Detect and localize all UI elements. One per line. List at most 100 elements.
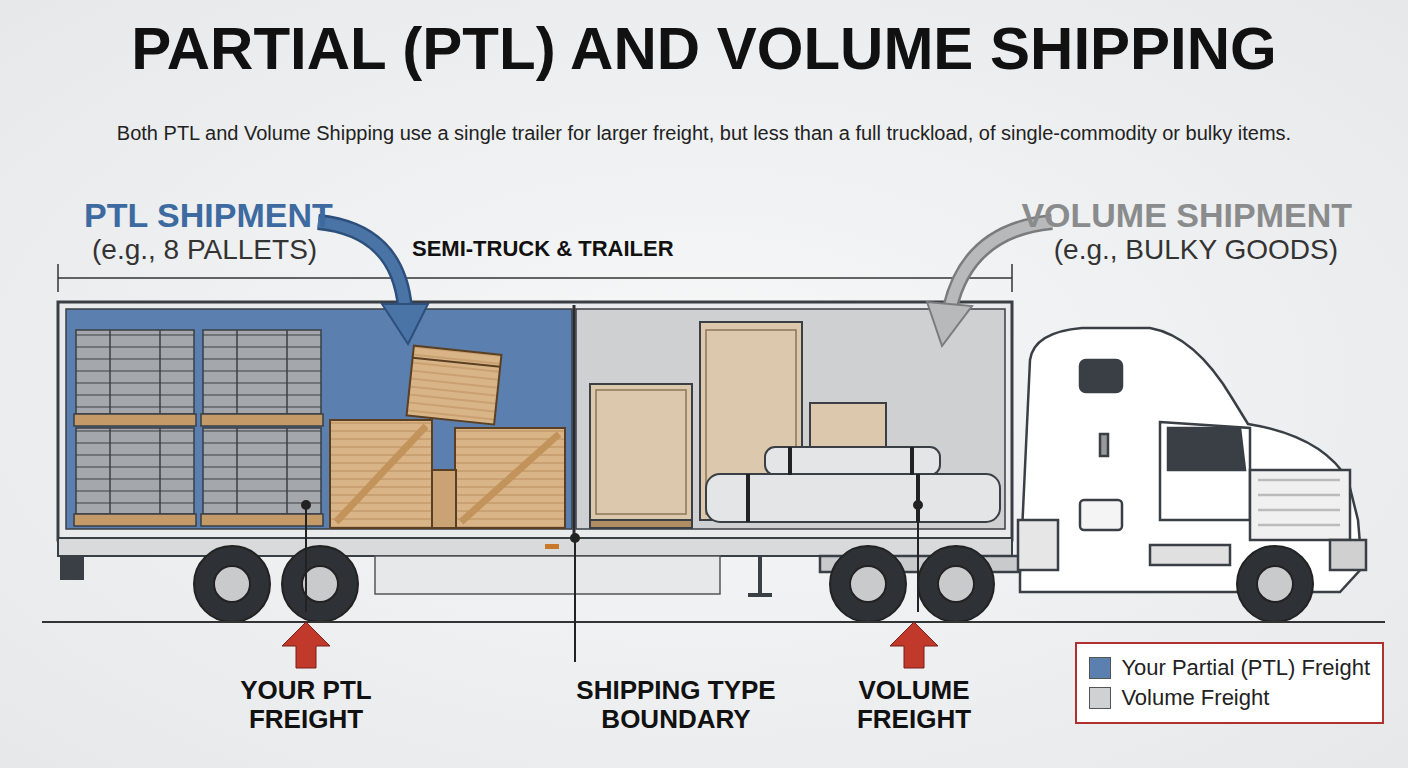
- dimension-line: [58, 264, 1012, 292]
- illustration-part: [596, 390, 686, 514]
- shipment-heading: PTL SHIPMENT: [84, 196, 333, 235]
- illustration-part: [748, 447, 918, 522]
- illustration-part: [302, 566, 338, 602]
- illustration-part: [201, 514, 323, 526]
- illustration-part: [286, 330, 288, 414]
- illustration-part: [214, 566, 250, 602]
- illustration-part: [918, 546, 994, 622]
- ground-line: [42, 621, 1385, 623]
- illustration-part: [58, 277, 1012, 279]
- illustration-part: [545, 544, 559, 549]
- illustration-part: [74, 514, 196, 526]
- legend-box: Your Partial (PTL) FreightVolume Freight: [1075, 642, 1384, 724]
- illustration-part: [950, 222, 1052, 308]
- illustration-part: [1150, 545, 1230, 565]
- diagram-title: PARTIAL (PTL) AND VOLUME SHIPPING: [131, 14, 1277, 83]
- illustration-part: [336, 426, 426, 522]
- illustration-part: [1237, 546, 1313, 622]
- bulky-goods: [590, 322, 1000, 528]
- legend-item: Your Partial (PTL) Freight: [1089, 655, 1370, 681]
- illustration-part: [1330, 540, 1366, 570]
- illustration-part: [318, 222, 405, 308]
- illustration-part: [914, 501, 922, 509]
- shipment-heading: VOLUME SHIPMENT: [1021, 196, 1352, 235]
- illustration-part: [830, 546, 906, 622]
- wheels: [194, 546, 1313, 622]
- illustration-part: [590, 520, 692, 528]
- illustration-part: [66, 309, 572, 529]
- callout-arrow: [318, 222, 428, 344]
- illustration-part: [109, 330, 111, 414]
- illustration-part: [706, 474, 1000, 522]
- illustration-part: [60, 556, 84, 580]
- illustration-part: [375, 556, 720, 594]
- illustration-part: [318, 222, 405, 308]
- subtitle: Both PTL and Volume Shipping use a singl…: [117, 122, 1291, 145]
- illustration-part: [159, 330, 161, 414]
- legend-label: Your Partial (PTL) Freight: [1121, 655, 1370, 681]
- illustration-part: [203, 428, 321, 514]
- illustration-part: [286, 428, 288, 514]
- illustration-part: [1020, 328, 1362, 592]
- shipment-example: (e.g., BULKY GOODS): [1054, 234, 1338, 266]
- legend-label: Volume Freight: [1121, 685, 1269, 711]
- legend-item: Volume Freight: [1089, 685, 1370, 711]
- illustration-part: [574, 538, 576, 662]
- illustration-part: [74, 414, 196, 426]
- illustration-part: [302, 501, 310, 509]
- illustration-part: [432, 470, 456, 528]
- illustration-part: [1080, 360, 1122, 392]
- illustration-part: [109, 428, 111, 514]
- illustration-part: [1100, 434, 1108, 456]
- illustration-part: [76, 330, 194, 414]
- illustration-part: [203, 330, 321, 414]
- illustration-part: [282, 622, 330, 668]
- leader-lines: [302, 501, 922, 662]
- illustration-part: [1258, 480, 1340, 525]
- illustration-part: [1018, 520, 1058, 570]
- illustration-part: [590, 384, 692, 520]
- illustration-part: [194, 546, 270, 622]
- illustration-part: [950, 222, 1052, 308]
- illustration-part: [917, 505, 919, 612]
- illustration-part: [810, 403, 886, 447]
- illustration-part: [1257, 566, 1293, 602]
- callout-label: VOLUME FREIGHT: [824, 676, 1004, 733]
- illustration-part: [571, 534, 579, 542]
- illustration-part: [1011, 264, 1013, 292]
- illustration-part: [1080, 500, 1122, 530]
- legend-swatch: [1089, 687, 1111, 709]
- illustration-part: [201, 414, 323, 426]
- illustration-part: [455, 428, 565, 528]
- illustration-part: [159, 428, 161, 514]
- crates: [330, 346, 565, 528]
- illustration-part: [282, 546, 358, 622]
- illustration-part: [413, 358, 501, 367]
- callout-arrow: [927, 222, 1052, 346]
- illustration-part: [461, 434, 559, 522]
- pallets: [74, 330, 323, 526]
- illustration-part: [58, 302, 1012, 540]
- illustration-part: [330, 420, 432, 528]
- illustration-part: [938, 566, 974, 602]
- shipment-example: (e.g., 8 PALLETS): [92, 234, 317, 266]
- illustration-part: [927, 302, 972, 346]
- dimension-label: SEMI-TRUCK & TRAILER: [412, 236, 674, 262]
- illustration-part: [1250, 470, 1350, 540]
- callout-label: SHIPPING TYPE BOUNDARY: [551, 676, 801, 733]
- illustration-part: [1160, 422, 1250, 520]
- illustration-part: [76, 428, 194, 514]
- illustration-part: [573, 305, 576, 535]
- illustration-part: [890, 622, 938, 668]
- illustration-part: [57, 264, 59, 292]
- illustration-part: [305, 505, 307, 612]
- illustration-part: [407, 346, 502, 425]
- illustration-part: [236, 330, 238, 414]
- legend-swatch: [1089, 657, 1111, 679]
- illustration-part: [1168, 428, 1245, 470]
- pointer-arrows: [282, 622, 938, 668]
- callout-label: YOUR PTL FREIGHT: [216, 676, 396, 733]
- illustration-part: [382, 304, 428, 344]
- illustration-part: [748, 556, 772, 595]
